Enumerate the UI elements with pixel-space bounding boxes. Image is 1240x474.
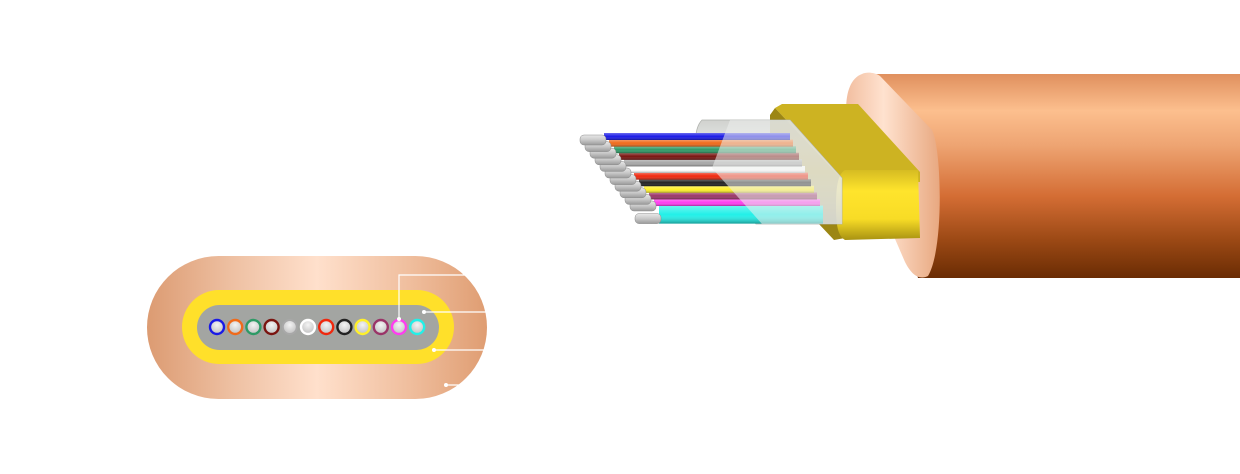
fiber-shading [614,146,796,154]
leader-dot-strength [432,348,436,352]
fiber-violet [372,318,389,336]
fiber-shading [609,139,793,147]
tube-overlay [712,120,842,224]
fiber-row [208,318,426,336]
fiber-slate [281,319,298,335]
leader-dots [397,310,448,387]
fiber-aqua [409,318,426,336]
fiber-rose [390,318,408,336]
strength-member-face [836,170,920,240]
cable-3d-view [579,72,1240,278]
strength-member-top [775,104,920,182]
outer-jacket [862,74,1240,278]
leader-dot-fiber [397,317,401,321]
fiber-red [318,318,335,336]
leader-line-fiber [398,274,470,319]
fiber-shading [619,152,799,160]
fiber-orange [226,318,244,336]
fiber-blue [208,318,226,336]
leader-dot-filler [422,310,426,314]
fiber-black [336,318,353,336]
filler-layer [197,305,439,350]
fiber-glass-end [579,134,607,146]
fiber-brown [263,318,280,336]
leader-lines [398,274,488,386]
fiber-glass-end [634,213,662,224]
fiber-yellow [354,318,371,336]
fiber-white [299,318,317,336]
fiber-strand-blue [579,133,790,146]
cross-section [147,256,488,399]
fiber-shading [639,179,811,187]
fiber-shading [624,159,802,167]
fiber-shading [649,192,817,200]
leader-dot-sheath [444,383,448,387]
fiber-shading [644,185,814,193]
fiber-shading [604,133,790,140]
fiber-shading [654,199,820,206]
fiber-green [245,318,262,336]
